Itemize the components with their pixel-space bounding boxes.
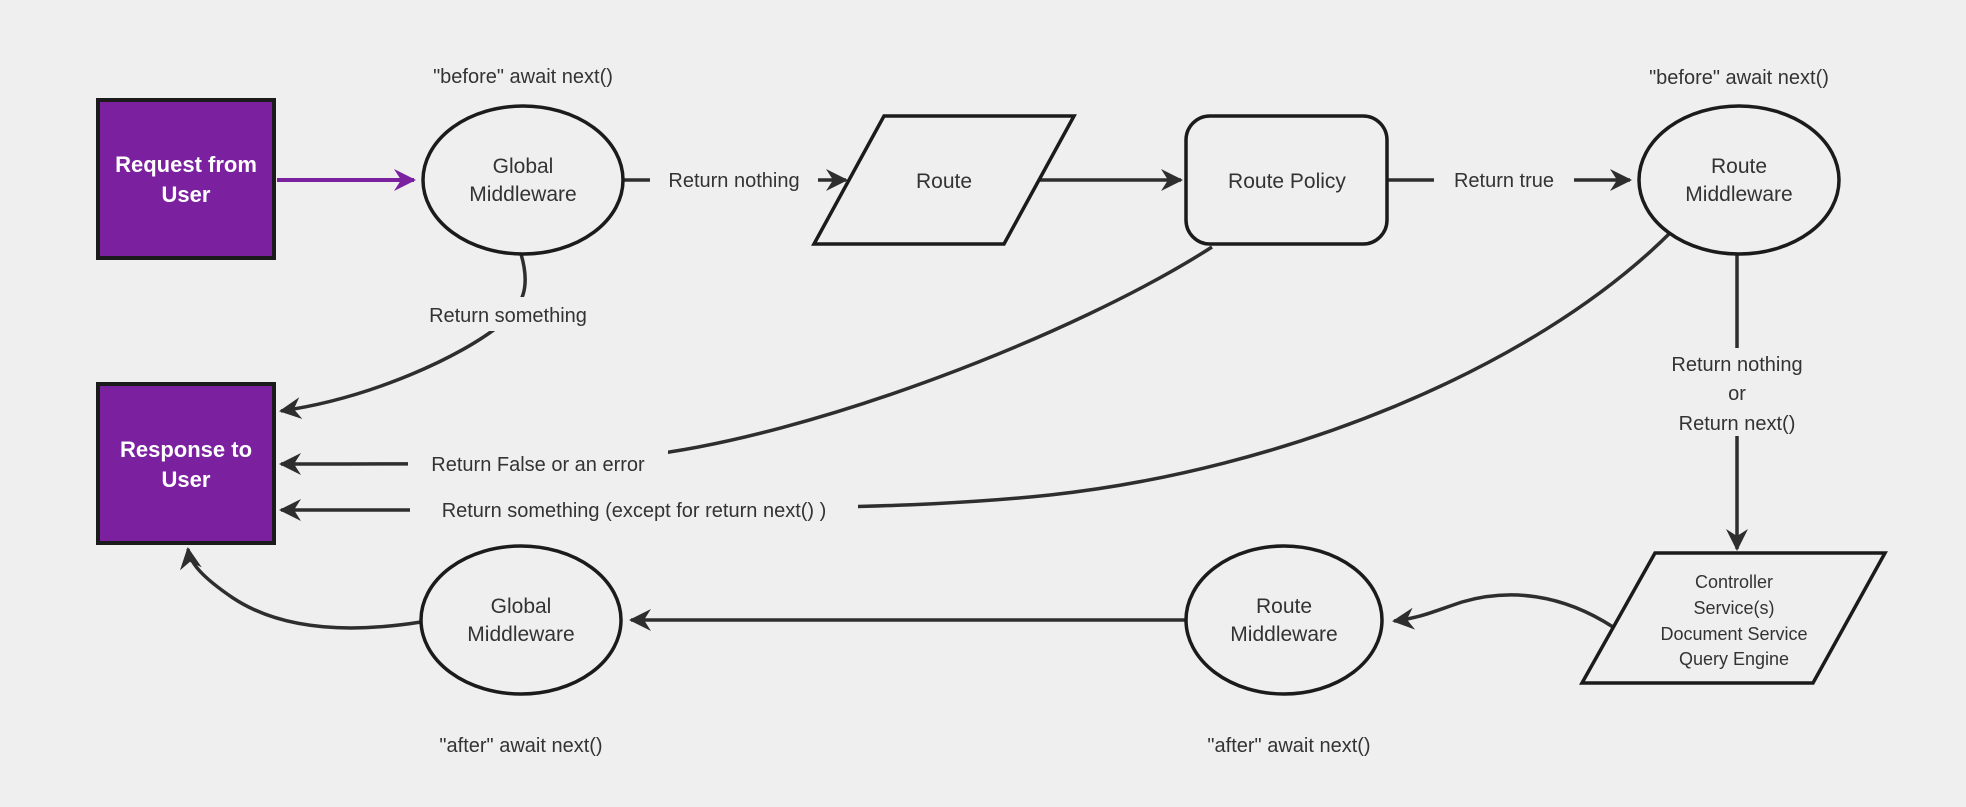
route-middleware-top-label-line1: Route (1711, 155, 1767, 178)
label-before-await-next-left: "before" await next() (433, 66, 613, 88)
node-route: Route (811, 114, 1077, 246)
label-return-nothing-or-line1: Return nothing (1671, 354, 1802, 376)
node-global-middleware-bottom: Global Middleware (419, 544, 623, 696)
request-from-user-label-line1: Request from (115, 152, 257, 177)
label-bg-return-something-except (410, 493, 858, 527)
controller-label-line2: Service(s) (1693, 598, 1774, 618)
response-to-user-label-line1: Response to (120, 437, 252, 462)
route-middleware-bottom-ellipse (1184, 544, 1384, 696)
label-return-true: Return true (1454, 170, 1554, 192)
node-controller-services: Controller Service(s) Document Service Q… (1579, 551, 1888, 685)
node-route-policy: Route Policy (1184, 114, 1389, 246)
route-middleware-bottom-label-line2: Middleware (1230, 623, 1337, 646)
label-after-await-next-right: "after" await next() (1207, 735, 1370, 757)
route-label: Route (916, 170, 972, 193)
label-return-nothing: Return nothing (668, 170, 799, 192)
edge-controller-to-route-middleware-after (1392, 593, 1614, 630)
label-return-something: Return something (429, 305, 587, 327)
label-bg-return-nothing (650, 162, 818, 196)
controller-label-line1: Controller (1695, 572, 1773, 592)
response-to-user-label-line2: User (162, 467, 211, 492)
global-middleware-top-label-line1: Global (493, 155, 554, 178)
label-bg-return-nothing-or-next (1640, 348, 1834, 436)
route-middleware-top-label-line2: Middleware (1685, 183, 1792, 206)
label-bg-return-true (1434, 162, 1574, 196)
global-middleware-bottom-ellipse (419, 544, 623, 696)
label-bg-return-false (408, 446, 668, 480)
label-return-something-except: Return something (except for return next… (442, 500, 827, 522)
label-after-await-next-left: "after" await next() (439, 735, 602, 757)
edge-route-policy-return-false (279, 245, 1213, 475)
global-middleware-top-label-line2: Middleware (469, 183, 576, 206)
response-to-user-box (96, 382, 276, 545)
global-middleware-top-ellipse (421, 104, 625, 256)
controller-label-line3: Document Service (1660, 624, 1807, 644)
node-route-middleware-bottom: Route Middleware (1184, 544, 1384, 696)
request-from-user-box (96, 98, 276, 260)
node-request-from-user: Request from User (96, 98, 276, 260)
node-response-to-user: Response to User (96, 382, 276, 545)
edge-global-middleware-after-to-response (179, 547, 422, 630)
controller-label-line4: Query Engine (1679, 649, 1789, 669)
request-from-user-label-line2: User (162, 182, 211, 207)
controller-parallelogram (1579, 551, 1888, 685)
route-parallelogram (811, 114, 1077, 246)
node-route-middleware-top: Route Middleware (1637, 104, 1841, 256)
edge-global-middleware-return-something (279, 253, 527, 420)
global-middleware-bottom-label-line1: Global (491, 595, 552, 618)
node-global-middleware-top: Global Middleware (421, 104, 625, 256)
route-policy-label: Route Policy (1228, 170, 1346, 193)
route-policy-box (1184, 114, 1389, 246)
route-middleware-bottom-label-line1: Route (1256, 595, 1312, 618)
label-return-nothing-or-line2: or (1728, 383, 1746, 405)
label-before-await-next-right: "before" await next() (1649, 67, 1829, 89)
label-return-nothing-or-line3: Return next() (1679, 413, 1796, 435)
label-bg-return-something (412, 297, 604, 331)
label-return-false-or-error: Return False or an error (431, 454, 645, 476)
global-middleware-bottom-label-line2: Middleware (467, 623, 574, 646)
route-middleware-top-ellipse (1637, 104, 1841, 256)
